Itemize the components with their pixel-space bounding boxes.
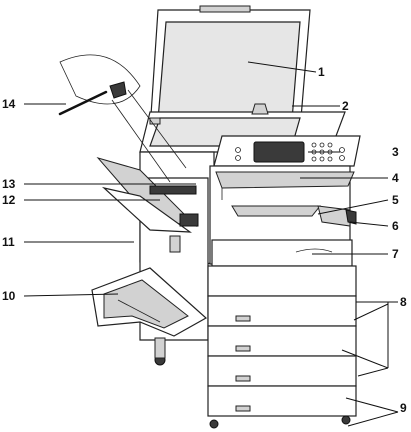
paper-trays: [207, 265, 357, 417]
callout-11: 11: [2, 235, 15, 249]
callout-13: 13: [2, 177, 16, 191]
callout-8: 8: [400, 295, 407, 309]
callout-2: 2: [342, 99, 349, 113]
callout-14: 14: [2, 97, 16, 111]
callout-7: 7: [392, 247, 399, 261]
control-panel: [213, 135, 361, 167]
center-output-tray: [215, 171, 355, 200]
callout-5: 5: [392, 193, 399, 207]
casters: [154, 337, 351, 429]
leader-lines: [23, 61, 399, 427]
inner-output-tray: [231, 205, 357, 227]
callout-10: 10: [2, 289, 16, 303]
callout-3: 3: [392, 145, 399, 159]
stylus-inset: [58, 54, 187, 183]
callout-1: 1: [318, 65, 325, 79]
document-cover: [149, 5, 311, 131]
front-cover: [211, 239, 353, 267]
callout-6: 6: [392, 219, 399, 233]
callout-4: 4: [392, 171, 399, 185]
callout-9: 9: [400, 401, 407, 415]
callout-12: 12: [2, 193, 16, 207]
callout-labels: 1 2 3 4 5 6 7 8 9 10 11 12 13 14: [2, 65, 407, 415]
bypass-tray: [91, 267, 208, 337]
